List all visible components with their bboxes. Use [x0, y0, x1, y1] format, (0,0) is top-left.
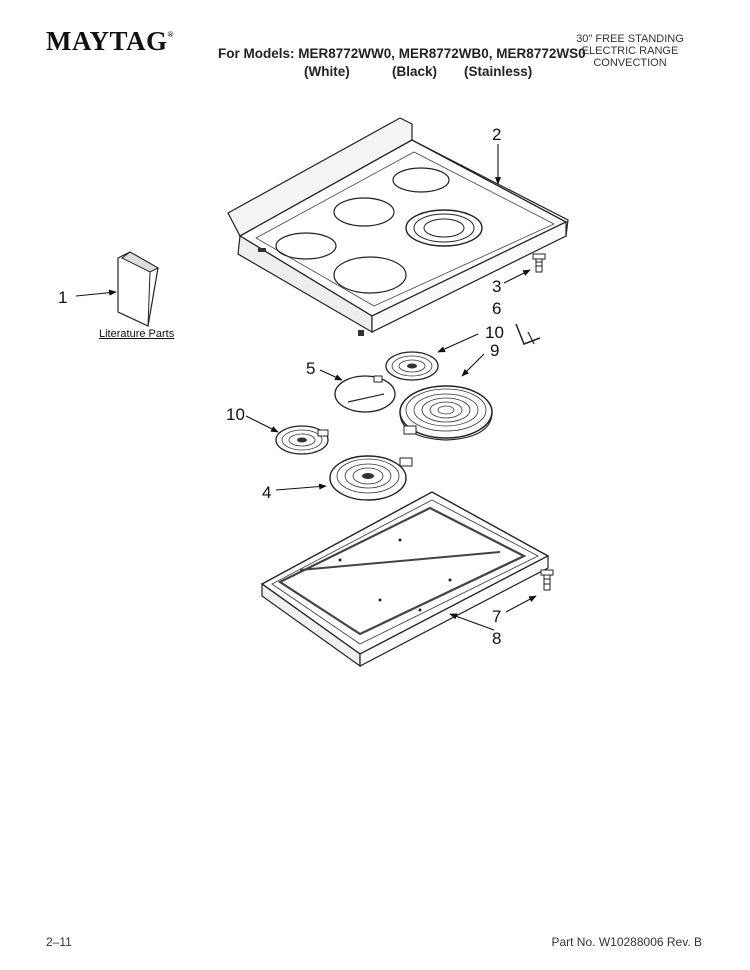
screw-part-7	[540, 569, 554, 591]
literature-booklet	[117, 251, 160, 327]
product-line-2: ELECTRIC RANGE	[581, 45, 679, 57]
product-line-3: CONVECTION	[593, 57, 667, 69]
callout-6: 6	[492, 299, 501, 318]
surface-element-part-4	[329, 455, 413, 501]
bracket-part-6	[515, 323, 541, 345]
surface-element-part-9	[399, 385, 493, 441]
registered-mark: ®	[167, 30, 174, 39]
brand-logo: MAYTAG®	[46, 26, 174, 57]
leader-lines	[75, 144, 537, 631]
model-variants: (White) (Black) (Stainless)	[218, 64, 538, 82]
callout-7: 7	[492, 607, 501, 626]
variant-stainless: (Stainless)	[464, 64, 533, 79]
cooktop-assembly	[227, 117, 569, 336]
burner-box-part-8	[260, 491, 550, 668]
callout-10-lower: 10	[226, 405, 245, 424]
variant-white: (White)	[304, 64, 350, 79]
callout-9: 9	[490, 341, 499, 360]
callout-4: 4	[262, 483, 271, 502]
literature-parts-label: Literature Parts	[99, 328, 175, 340]
shield-plate-part-5	[334, 375, 396, 413]
callout-8: 8	[492, 629, 501, 648]
callout-2: 2	[492, 125, 501, 144]
product-line-1: 30" FREE STANDING	[576, 33, 684, 45]
page-number: 2–11	[46, 935, 72, 949]
callout-10-upper: 10	[485, 323, 504, 342]
surface-element-part-10-upper	[385, 351, 439, 381]
variant-black: (Black)	[392, 64, 438, 79]
part-number: Part No. W10288006 Rev. B	[551, 935, 702, 949]
models-line: For Models: MER8772WW0, MER8772WB0, MER8…	[218, 46, 586, 61]
surface-element-part-10-lower	[275, 425, 329, 455]
callout-5: 5	[306, 359, 315, 378]
product-description: 30" FREE STANDING ELECTRIC RANGE CONVECT…	[550, 33, 710, 69]
brand-name: MAYTAG	[46, 26, 168, 56]
model-header: For Models: MER8772WW0, MER8772WB0, MER8…	[218, 46, 586, 82]
callout-3: 3	[492, 277, 501, 296]
screw-part-3	[532, 253, 546, 273]
callout-1: 1	[58, 288, 67, 307]
